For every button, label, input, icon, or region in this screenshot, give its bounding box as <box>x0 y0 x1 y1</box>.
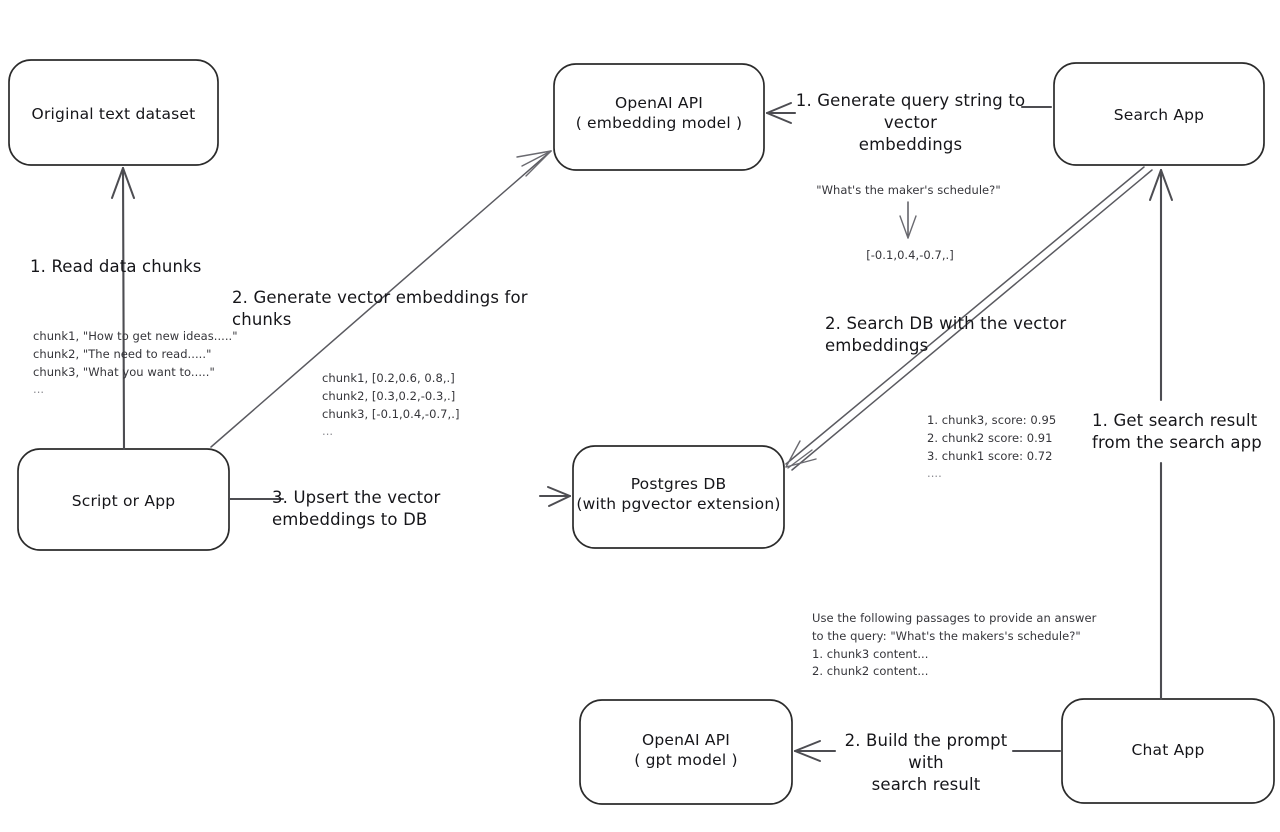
search-result-ellipsis: .... <box>927 466 942 481</box>
chunk-vector-line-3: chunk3, [-0.1,0.4,-0.7,.] <box>322 406 460 421</box>
prompt-line-3: 1. chunk3 content... <box>812 646 929 661</box>
annotation-query-vector: [-0.1,0.4,-0.7,.] <box>830 247 990 265</box>
edge-label-read-data-chunks: 1. Read data chunks <box>30 256 230 278</box>
chunk-vector-line-1: chunk1, [0.2,0.6, 0.8,.] <box>322 371 455 385</box>
search-result-line-3: 3. chunk1 score: 0.72 <box>927 448 1053 463</box>
annotation-chunk-vectors: chunk1, [0.2,0.6, 0.8,.] chunk2, [0.3,0.… <box>322 370 552 441</box>
node-box-chat-app[interactable] <box>1061 698 1275 804</box>
query-string-text: "What's the maker's schedule?" <box>816 183 1001 197</box>
postgres-db-line2: (with pgvector extension) <box>576 495 781 514</box>
query-vector-text: [-0.1,0.4,-0.7,.] <box>866 248 954 262</box>
edge-label-search-db: 2. Search DB with the vector embeddings <box>825 313 1125 357</box>
get-search-result-line1: 1. Get search result <box>1092 411 1258 430</box>
node-box-postgres-db[interactable] <box>572 445 785 549</box>
node-box-openai-gpt[interactable] <box>579 699 793 805</box>
prompt-line-4: 2. chunk2 content... <box>812 664 929 679</box>
postgres-db-line1: Postgres DB <box>630 475 727 493</box>
edge-label-build-prompt: 2. Build the prompt with search result <box>838 730 1014 795</box>
read-data-chunks-text: 1. Read data chunks <box>30 257 202 276</box>
edge-get-search-result <box>1149 168 1173 701</box>
openai-gpt-line1: OpenAI API <box>641 731 731 749</box>
chunk-vector-line-2: chunk2, [0.3,0.2,-0.3,.] <box>322 388 456 403</box>
chunk-vector-ellipsis: ... <box>322 424 334 439</box>
edge-generate-query-embeddings <box>765 102 1053 124</box>
original-dataset-text: Original text dataset <box>31 105 196 123</box>
edge-build-prompt <box>793 740 1062 762</box>
node-label-search-app: Search App <box>1054 105 1264 125</box>
edge-label-upsert-to-db: 3. Upsert the vector embeddings to DB <box>272 487 542 531</box>
edge-upsert-to-db <box>228 486 572 507</box>
node-label-original-dataset: Original text dataset <box>9 104 218 124</box>
query-to-vector-arrow <box>899 201 917 239</box>
search-app-text: Search App <box>1113 106 1205 124</box>
generate-query-embeddings-line1: 1. Generate query string to vector <box>795 91 1026 132</box>
prompt-line-1: Use the following passages to provide an… <box>812 611 1097 625</box>
edge-generate-vector-embeddings <box>210 150 552 448</box>
generate-query-embeddings-line2: embeddings <box>858 134 963 154</box>
raw-chunk-line-1: chunk1, "How to get new ideas....." <box>33 329 238 343</box>
edge-label-generate-query-embeddings: 1. Generate query string to vector embed… <box>793 90 1028 155</box>
annotation-search-results: 1. chunk3, score: 0.95 2. chunk2 score: … <box>927 412 1127 483</box>
node-label-chat-app: Chat App <box>1062 740 1274 760</box>
node-box-openai-embedding[interactable] <box>553 63 765 171</box>
build-prompt-line2: search result <box>871 774 981 794</box>
node-label-postgres-db: Postgres DB (with pgvector extension) <box>573 474 784 515</box>
script-or-app-text: Script or App <box>71 492 176 510</box>
raw-chunk-ellipsis: ... <box>33 382 45 397</box>
get-search-result-line2: from the search app <box>1092 432 1262 452</box>
prompt-line-2: to the query: "What's the makers's sched… <box>812 628 1081 643</box>
raw-chunk-line-2: chunk2, "The need to read....." <box>33 346 212 361</box>
annotation-query-string: "What's the maker's schedule?" <box>806 182 1011 200</box>
annotation-raw-chunks: chunk1, "How to get new ideas....." chun… <box>33 328 273 399</box>
openai-embedding-line1: OpenAI API <box>614 94 704 112</box>
raw-chunk-line-3: chunk3, "What you want to....." <box>33 364 215 379</box>
node-label-openai-gpt: OpenAI API ( gpt model ) <box>580 730 792 771</box>
search-db-text: 2. Search DB with the vector embeddings <box>825 314 1067 355</box>
build-prompt-line1: 2. Build the prompt with <box>844 731 1008 772</box>
annotation-prompt-example: Use the following passages to provide an… <box>812 610 1112 681</box>
edge-label-generate-vector-embeddings: 2. Generate vector embeddings for chunks <box>232 287 532 331</box>
search-result-line-1: 1. chunk3, score: 0.95 <box>927 413 1057 427</box>
upsert-db-text: 3. Upsert the vector embeddings to DB <box>272 488 441 529</box>
edge-search-db <box>785 166 1153 471</box>
node-box-search-app[interactable] <box>1053 62 1265 166</box>
node-label-openai-embedding: OpenAI API ( embedding model ) <box>554 93 764 134</box>
search-result-line-2: 2. chunk2 score: 0.91 <box>927 430 1053 445</box>
node-box-original-dataset[interactable] <box>8 59 219 166</box>
edge-read-data-chunks <box>111 166 135 451</box>
chat-app-text: Chat App <box>1131 741 1205 759</box>
generate-embeddings-text: 2. Generate vector embeddings for chunks <box>232 288 528 329</box>
edge-label-get-search-result: 1. Get search result from the search app <box>1092 410 1272 454</box>
openai-embedding-line2: ( embedding model ) <box>575 114 743 133</box>
openai-gpt-line2: ( gpt model ) <box>634 751 738 770</box>
node-label-script-or-app: Script or App <box>18 491 229 511</box>
